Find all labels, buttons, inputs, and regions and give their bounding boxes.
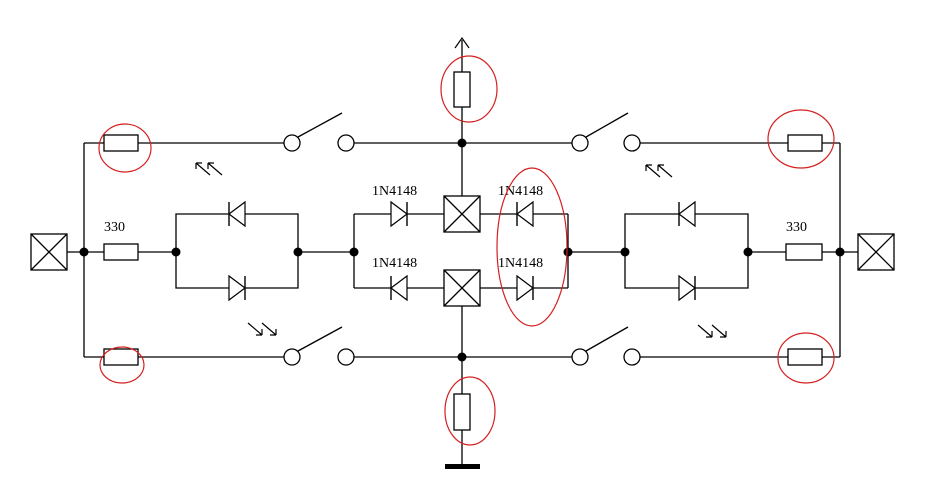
- resistor-icon: [103, 348, 139, 366]
- light-arrows-icon: [645, 164, 673, 178]
- ground-icon: [445, 464, 480, 469]
- diode-mid-right-top: [516, 200, 534, 228]
- light-arrows-icon: [697, 324, 727, 338]
- highlight-ellipse: [98, 123, 152, 173]
- wire-right-block: [624, 213, 749, 289]
- diode-mid-right-bottom: [516, 274, 534, 302]
- diode-label-bottom-right: 1N4148: [498, 256, 543, 271]
- resistor-icon: [103, 134, 139, 152]
- diode-right-bottom: [678, 274, 696, 302]
- switch-icon: [571, 134, 589, 152]
- diode-icon: [516, 274, 534, 302]
- connector-left: [30, 233, 68, 271]
- diode-mid-left-top: [390, 200, 408, 228]
- diode-icon: [516, 200, 534, 228]
- resistor-label-left: 330: [104, 220, 125, 235]
- resistor-label-right: 330: [786, 220, 807, 235]
- diode-icon: [390, 274, 408, 302]
- wire-mid-block-right: [480, 213, 569, 289]
- diode-left-top: [228, 200, 246, 228]
- junction-dot: [79, 247, 89, 257]
- wire-left-block: [175, 213, 299, 289]
- diode-left-bottom: [228, 274, 246, 302]
- resistor-icon: [453, 393, 471, 431]
- wire-mid-block-left: [353, 213, 444, 289]
- resistor-icon: [103, 243, 139, 261]
- resistor-icon: [787, 134, 823, 152]
- junction-dot: [835, 247, 845, 257]
- junction-dot: [457, 138, 467, 148]
- connector-right: [857, 233, 895, 271]
- junction-dot: [620, 247, 630, 257]
- connector-center-bottom: [443, 269, 481, 307]
- junction-dot: [171, 247, 181, 257]
- highlight-ellipse: [444, 376, 496, 446]
- resistor-icon: [787, 348, 823, 366]
- switch-icon: [571, 348, 589, 366]
- switch-top-left: [283, 112, 355, 152]
- diode-icon: [228, 274, 246, 302]
- highlight-marks: [98, 55, 835, 446]
- diode-label-bottom-left: 1N4148: [372, 256, 417, 271]
- switch-bottom-right: [571, 326, 641, 366]
- diode-icon: [678, 274, 696, 302]
- junction-dots: [79, 138, 845, 362]
- light-arrows-icon: [247, 322, 277, 336]
- supply-arrow-icon: [454, 36, 470, 49]
- resistors: [103, 71, 823, 431]
- connector-center-top: [443, 195, 481, 233]
- junction-dot: [563, 247, 573, 257]
- diode-icon: [390, 200, 408, 228]
- diode-icon: [678, 200, 696, 228]
- junction-dot: [743, 247, 753, 257]
- highlight-ellipse: [496, 167, 568, 327]
- diode-right-top: [678, 200, 696, 228]
- light-arrows-icon: [195, 162, 223, 176]
- highlight-ellipse: [440, 55, 498, 123]
- resistor-icon: [785, 243, 823, 261]
- switch-icon: [283, 134, 301, 152]
- switch-top-right: [571, 112, 641, 152]
- highlight-ellipse: [777, 332, 835, 384]
- resistor-icon: [453, 71, 471, 108]
- highlight-ellipse: [767, 109, 835, 169]
- diode-icon: [228, 200, 246, 228]
- junction-dot: [457, 352, 467, 362]
- junction-dot: [293, 247, 303, 257]
- switch-icon: [283, 348, 301, 366]
- junction-dot: [349, 247, 359, 257]
- highlight-ellipse: [99, 346, 145, 384]
- switch-bottom-left: [283, 326, 355, 366]
- diode-label-top-left: 1N4148: [372, 184, 417, 199]
- diode-mid-left-bottom: [390, 274, 408, 302]
